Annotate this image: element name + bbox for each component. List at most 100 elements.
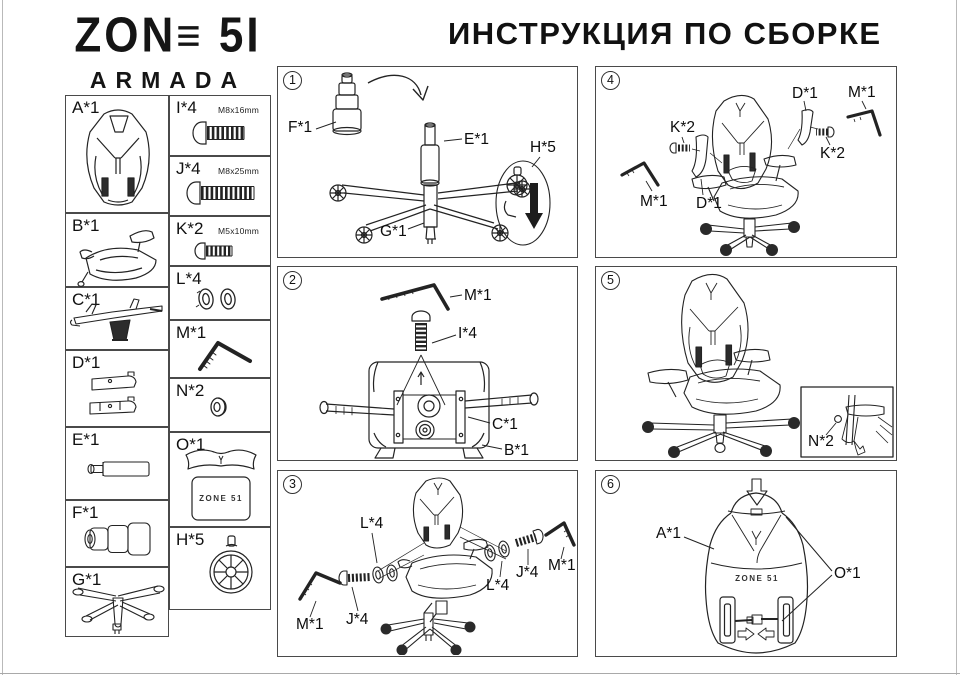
- label-m1-left: M*1: [640, 193, 668, 210]
- part-cell-j4: J*4 M8x25mm: [169, 156, 271, 216]
- side-cover-icon: [797, 109, 814, 146]
- step-6-illustration: ZONE 51: [683, 478, 833, 654]
- step-4-number: 4: [601, 71, 620, 90]
- label-j4-left: J*4: [346, 611, 369, 628]
- pillow-icon: ZONE 51: [185, 449, 257, 521]
- part-cell-b1: B*1: [65, 213, 169, 287]
- step-5-illustration: [642, 273, 894, 458]
- page-edge-left: [2, 0, 3, 675]
- step-2-number: 2: [283, 271, 302, 290]
- page-edge-right: [956, 0, 957, 675]
- part-cell-l4: L*4: [169, 266, 271, 320]
- label-j4-right: J*4: [516, 564, 539, 581]
- label-h5: H*5: [530, 139, 556, 156]
- step-4-illustration: [620, 94, 882, 256]
- part-cell-f1: F*1: [65, 500, 169, 567]
- step-2-illustration: [319, 283, 539, 459]
- chair-icon: [691, 94, 800, 256]
- part-cell-m1: M*1: [169, 320, 271, 378]
- label-e1: E*1: [464, 131, 489, 148]
- step-5-panel: 5: [595, 266, 897, 461]
- part-id-label: J*4: [176, 159, 201, 178]
- washers-icon: [195, 288, 236, 310]
- label-l4-right: L*4: [486, 577, 510, 594]
- brand-logo: ZON≡ 5I ARMADA: [62, 8, 274, 94]
- part-cell-g1: G*1: [65, 567, 169, 637]
- step-3-panel: 3: [277, 470, 578, 657]
- part-id-label: E*1: [72, 430, 100, 449]
- part-id-label: D*1: [72, 353, 101, 372]
- bolt-icon: [192, 121, 245, 145]
- parts-list: A*1 B*1 C*1: [65, 95, 271, 637]
- part-cell-a1: A*1: [65, 95, 169, 213]
- page-edge-bottom: [0, 673, 960, 674]
- label-m1-right: M*1: [548, 557, 576, 574]
- part-cell-d1: D*1: [65, 350, 169, 427]
- label-d1-left: D*1: [696, 195, 722, 212]
- part-size-label: M5x10mm: [218, 226, 260, 236]
- step-1-number: 1: [283, 71, 302, 90]
- step-1-panel: 1: [277, 66, 578, 258]
- part-id-label: I*4: [176, 98, 197, 117]
- part-id-label: A*1: [72, 98, 100, 117]
- part-id-label: M*1: [176, 323, 207, 342]
- base-icon: [72, 585, 165, 634]
- brand-logotype: ZON≡ 5I: [74, 8, 262, 63]
- step-4-panel: 4: [595, 66, 897, 258]
- label-d1-right: D*1: [792, 85, 818, 102]
- part-id-label: N*2: [176, 381, 205, 400]
- caster-icon: [329, 180, 531, 244]
- label-k2-right: K*2: [820, 145, 845, 162]
- label-b1: B*1: [504, 442, 529, 459]
- pillow-brand-text: ZONE 51: [199, 494, 243, 503]
- part-cell-e1: E*1: [65, 427, 169, 500]
- step-1-illustration: [315, 72, 551, 246]
- label-g1: G*1: [380, 223, 407, 240]
- part-cell-n2: N*2: [169, 378, 271, 432]
- part-cell-k2: K*2 M5x10mm: [169, 216, 271, 266]
- part-cell-h5: H*5: [169, 527, 271, 610]
- label-l4-left: L*4: [360, 515, 384, 532]
- backrest-icon: [86, 109, 150, 206]
- step-3-illustration: [298, 477, 576, 655]
- part-id-label: B*1: [72, 216, 100, 235]
- part-cell-c1: C*1: [65, 287, 169, 350]
- step-3-number: 3: [283, 475, 302, 494]
- chair-icon: [642, 273, 800, 458]
- part-cell-i4: I*4 M8x16mm: [169, 95, 271, 156]
- allen-key-icon: [198, 341, 252, 371]
- part-cell-o1: O*1 ZONE 51: [169, 432, 271, 527]
- bolt-icon: [186, 181, 255, 205]
- seat-icon: [77, 230, 157, 287]
- down-arrow-icon: [525, 183, 543, 229]
- label-k2-left: K*2: [670, 119, 695, 136]
- label-f1: F*1: [288, 119, 313, 136]
- part-size-label: M8x25mm: [218, 166, 260, 176]
- side-covers-icon: [89, 371, 137, 415]
- bolt-icon: [194, 242, 233, 260]
- label-m1: M*1: [464, 287, 492, 304]
- part-size-label: M8x16mm: [218, 105, 260, 115]
- gas-lift-icon: [87, 461, 150, 477]
- part-id-label: H*5: [176, 530, 205, 549]
- label-i4: I*4: [458, 325, 477, 342]
- backrest-brand-text: ZONE 51: [735, 574, 779, 583]
- step-6-number: 6: [601, 475, 620, 494]
- brand-sub-logotype: ARMADA: [89, 67, 247, 93]
- label-c1: C*1: [492, 416, 518, 433]
- part-id-label: O*1: [176, 435, 206, 454]
- step-6-panel: 6 ZONE 51 A*1 O*1: [595, 470, 897, 657]
- step-2-panel: 2 M*1 I*4 C*1 B*: [277, 266, 578, 461]
- step-5-number: 5: [601, 271, 620, 290]
- telescopic-cover-icon: [84, 522, 151, 556]
- part-id-label: F*1: [72, 503, 99, 522]
- label-a1: A*1: [656, 525, 681, 542]
- part-id-label: L*4: [176, 269, 202, 288]
- part-id-label: G*1: [72, 570, 102, 589]
- side-cover-icon: [691, 134, 709, 178]
- label-m1-right: M*1: [848, 84, 876, 101]
- mechanism-icon: [69, 298, 163, 341]
- cap-icon: [210, 397, 227, 417]
- label-n2: N*2: [808, 433, 834, 450]
